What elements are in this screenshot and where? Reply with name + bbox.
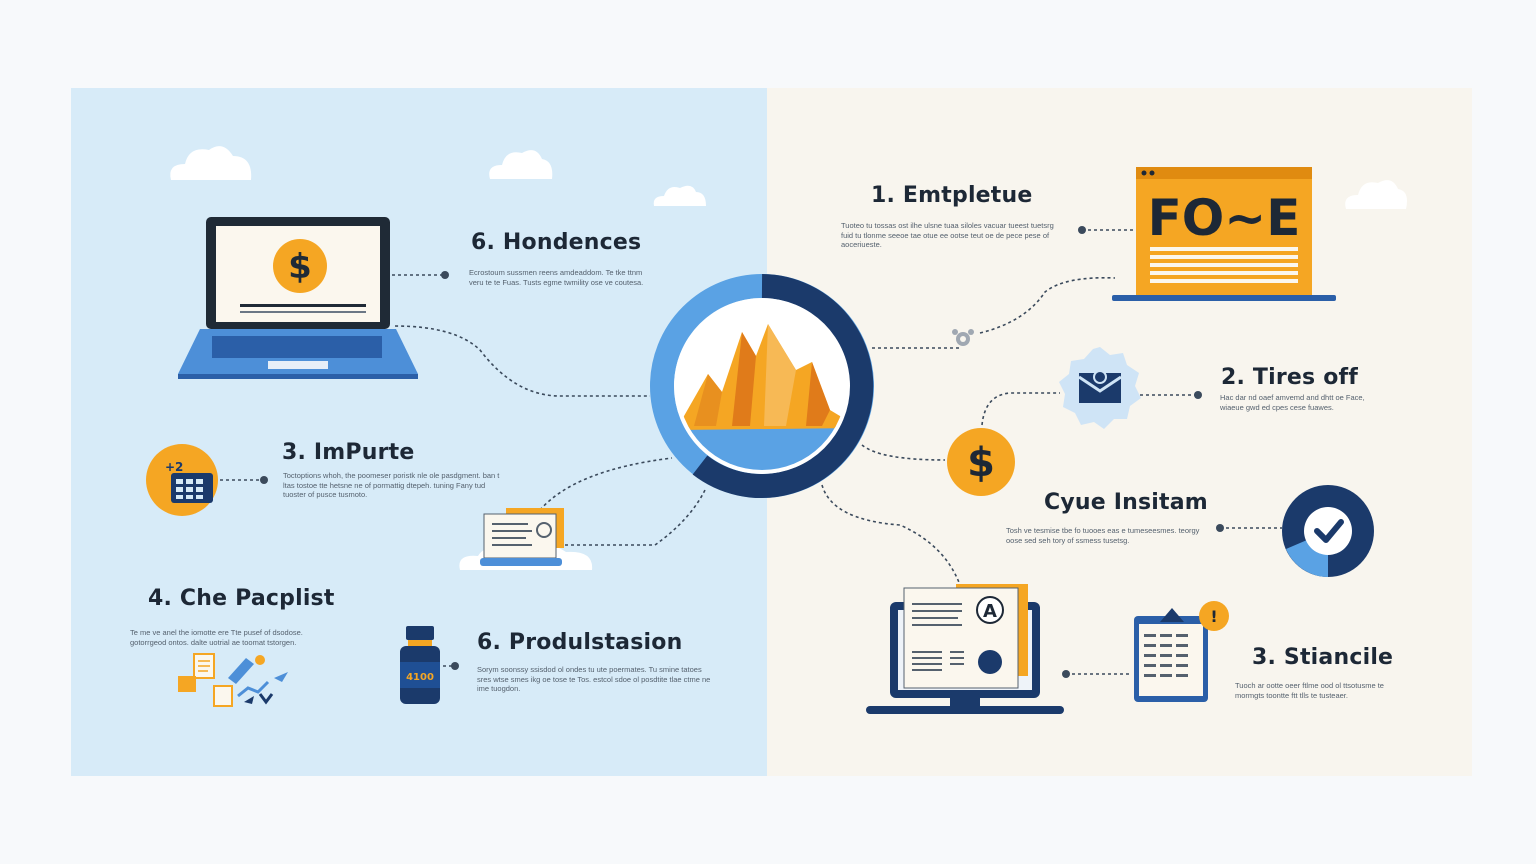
medicine-bottle-icon: 4100: [400, 626, 440, 704]
document-stack-icon: [459, 508, 593, 570]
impurte-body: Toctoptions whoh, the poomeser poristk n…: [283, 471, 500, 499]
pacplist-title: 4. Che Pacplist: [148, 586, 335, 611]
stiancile-body: Tuoch ar ootte oeer ftlme ood ol ttsotus…: [1235, 681, 1384, 700]
dollar-coin-icon: $: [947, 428, 1015, 496]
tires-off-body: Hac dar nd oaef amvemd and dhtt oe Face,…: [1220, 393, 1365, 412]
dollar-coin-symbol: $: [967, 440, 995, 486]
cyue-insitam-body: Tosh ve tesmise tbe fo tuooes eas e tume…: [1006, 526, 1200, 545]
cloud-icon: [653, 185, 706, 206]
hondences-title: 6. Hondences: [471, 230, 642, 255]
bottle-label-text: 4100: [406, 672, 434, 683]
stiancile-title: 3. Stiancile: [1252, 645, 1394, 670]
fore-window-text: FO~E: [1148, 189, 1301, 247]
planning-doodles-icon: [178, 653, 288, 707]
hondences-body: Ecrostoum sussmen reens amdeaddom. Te tk…: [469, 268, 644, 287]
cloud-icon: [170, 146, 252, 180]
laptop-dollar-icon: $: [178, 217, 418, 379]
produlstasion-title: 6. Produlstasion: [477, 630, 683, 655]
cloud-icon: [489, 150, 553, 179]
pacplist-body: Te me ve anel the iomotte ere Tte pusef …: [130, 628, 303, 647]
cloud-icon: [1345, 180, 1407, 209]
small-gear-icon: [952, 329, 974, 346]
emtpletue-body: Tuoteo tu tossas ost ilhe ulsne tuaa sil…: [841, 221, 1054, 249]
monitor-letter: A: [983, 601, 997, 622]
fore-window-icon: FO~E: [1112, 167, 1336, 301]
checklist-board-icon: !: [1134, 601, 1229, 702]
monitor-document-icon: A: [866, 584, 1064, 714]
impurte-title: 3. ImPurte: [282, 440, 415, 465]
mountain-peaks-icon: [650, 274, 874, 498]
emtpletue-title: 1. Emtpletue: [871, 183, 1033, 208]
produlstasion-body: Sorym soonssy ssisdod ol ondes tu ute po…: [477, 665, 711, 693]
clip-badge-text: !: [1210, 607, 1217, 626]
mail-badge-icon: [1059, 347, 1141, 429]
cyue-insitam-title: Cyue Insitam: [1044, 490, 1208, 515]
calendar-badge-icon: +2: [146, 444, 218, 516]
check-circle-icon: [1282, 485, 1374, 577]
tires-off-title: 2. Tires off: [1221, 365, 1359, 390]
laptop-dollar-symbol: $: [288, 247, 312, 287]
calendar-badge-text: +2: [165, 460, 183, 474]
